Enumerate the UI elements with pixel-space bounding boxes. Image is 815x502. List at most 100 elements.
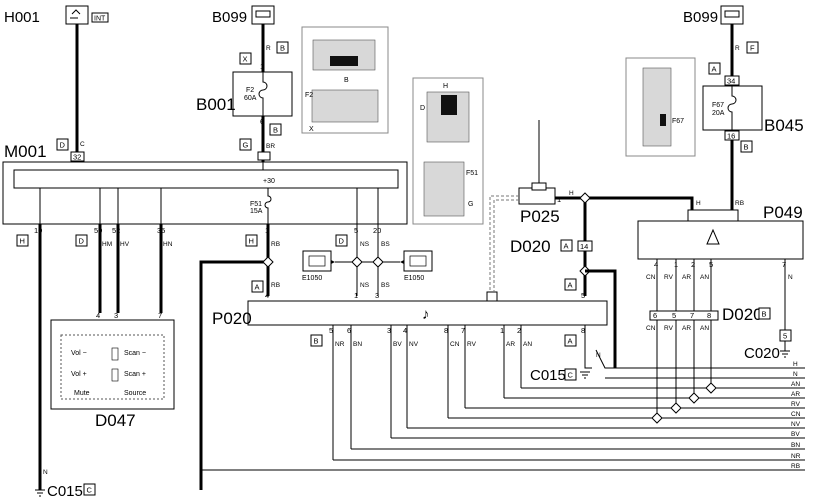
p020-bpin-8b: 8	[581, 326, 585, 335]
splice-h	[579, 192, 591, 204]
p049-bwire-ar: AR	[682, 274, 691, 281]
fuse-inset-d: D	[420, 105, 425, 112]
m001-wire-rb: RB	[271, 241, 280, 248]
bus-code-h: H	[793, 361, 798, 368]
h001-pin-tag-box	[56, 138, 69, 151]
m001-bar-label: +30	[263, 178, 275, 185]
p020-tag-a: A	[255, 283, 260, 292]
p049-bpin-7: 7	[782, 260, 786, 269]
fuse-box-inset-picture: H D F51 G	[412, 77, 484, 225]
can-icon	[409, 255, 427, 267]
bus-code-an: AN	[791, 381, 800, 388]
p025-label: P025	[520, 207, 560, 226]
m001-bus-bar	[13, 169, 399, 189]
p020-tag-a2-box	[564, 278, 577, 291]
p020-label: P020	[212, 309, 252, 328]
splice-cn	[651, 412, 663, 424]
d047-source: Source	[124, 390, 146, 397]
splice-ns	[351, 256, 363, 268]
b099-right-body	[720, 5, 744, 25]
m001-wire-bs: BS	[381, 241, 390, 248]
p020-bpin-8: 8	[444, 326, 448, 335]
b099-right-tag: F	[750, 44, 755, 53]
d020-b-pin-6: 6	[653, 311, 657, 320]
c015-mid-label: C015	[530, 367, 566, 384]
b099-left-battery: B099 X R B	[212, 5, 289, 72]
m001-fuse: F51	[250, 201, 262, 208]
splice-rb	[262, 256, 274, 268]
m001-pin-50: 50	[94, 226, 102, 235]
battery-icon	[724, 10, 740, 18]
e1050-right-box	[403, 250, 433, 272]
bus-code-nr: NR	[791, 453, 801, 460]
b099-left-wire-code: R	[266, 45, 271, 52]
b045-inset-f67: F67	[672, 118, 684, 125]
p049-wire-rb: RB	[735, 200, 744, 207]
bus-code-ar: AR	[791, 391, 800, 398]
bus-code-rv: RV	[791, 401, 801, 408]
m001-label: M001	[4, 142, 47, 161]
c015-bottom-wire: N	[43, 469, 48, 476]
p020-bwire-cn: CN	[450, 341, 460, 348]
f51-fuse-icon	[264, 188, 272, 224]
d047-switch-panel: 4 3 7 Vol − Vol + Mute Scan − Scan + Sou…	[50, 311, 175, 430]
p020-bwire-rv: RV	[467, 341, 477, 348]
d020-a-pin: 14	[580, 242, 588, 251]
fuse-inset-h: H	[443, 83, 448, 90]
d020-a-tag-box	[560, 239, 573, 252]
bus-code-rb: RB	[791, 463, 800, 470]
d020-b-connector-box	[649, 310, 719, 321]
c015-mid-wire	[584, 325, 592, 369]
d047-mute: Mute	[74, 390, 90, 397]
b001-inset-x: X	[309, 126, 314, 133]
m001-tag-h2: H	[249, 237, 254, 246]
p049-bwire-n: N	[788, 274, 793, 281]
music-note-icon: ♪	[422, 306, 430, 323]
b099-left-pin: X	[243, 55, 248, 64]
d047-vol-minus: Vol −	[71, 350, 87, 357]
d020-b-pin-7: 7	[690, 311, 694, 320]
fuse-inset-g: G	[468, 201, 473, 208]
d020-a-label: D020	[510, 237, 551, 256]
d047-pin-7: 7	[158, 311, 162, 320]
e1050-left-box	[302, 250, 332, 272]
d047-inner-frame	[60, 334, 165, 400]
b045-tag-b-box	[740, 140, 753, 153]
p020-bpin-6: 6	[347, 326, 351, 335]
c015-mid-link	[595, 349, 615, 369]
h001-label: H001	[4, 9, 40, 26]
switch-icon	[70, 9, 81, 19]
p049-bwire-cn: CN	[646, 274, 656, 281]
h001-pin-box	[70, 151, 85, 162]
d020-b-pin-8: 8	[707, 311, 711, 320]
p020-tag-a-box	[251, 280, 264, 293]
d047-pin-3: 3	[114, 311, 118, 320]
p025-wire-h: H	[569, 190, 574, 197]
p049-connector	[687, 209, 739, 222]
d020-a-connector: D020 A 14	[510, 237, 593, 256]
harness-bus	[201, 325, 805, 471]
b001-fuse: F2	[246, 87, 254, 94]
p020-pin-1: 1	[354, 291, 358, 300]
p020-bwire-nv: NV	[409, 341, 419, 348]
p020-wire-bs: BS	[381, 282, 390, 289]
b001-inset-black-block	[330, 56, 358, 66]
b099-left-body	[251, 5, 275, 25]
wire-h-p049	[555, 196, 694, 210]
m001-pin-g: G	[243, 141, 249, 150]
p020-pin-3: 3	[375, 291, 379, 300]
b001-amp: 60A	[244, 95, 257, 102]
p020-pin-5: 5	[581, 291, 585, 300]
b045-pin-out: 16	[727, 132, 735, 141]
p020-tag-b-box	[310, 334, 323, 347]
p049-speaker: P049 8 3 H RB 4 CN 1 RV 2 AR 5 AN 7 N	[637, 200, 804, 281]
p049-bpin-4: 4	[654, 260, 658, 269]
p020-antenna-socket	[486, 291, 498, 302]
p020-bwire-nr: NR	[335, 341, 345, 348]
p025-antenna: P025 1 H	[489, 120, 694, 368]
b045-fuse: F67	[712, 102, 724, 109]
m001-tag-h-box	[16, 234, 29, 247]
d020-b-label: D020	[722, 305, 763, 324]
p020-wire-ns: NS	[360, 282, 370, 289]
c015-bottom-label: C015	[47, 483, 83, 500]
